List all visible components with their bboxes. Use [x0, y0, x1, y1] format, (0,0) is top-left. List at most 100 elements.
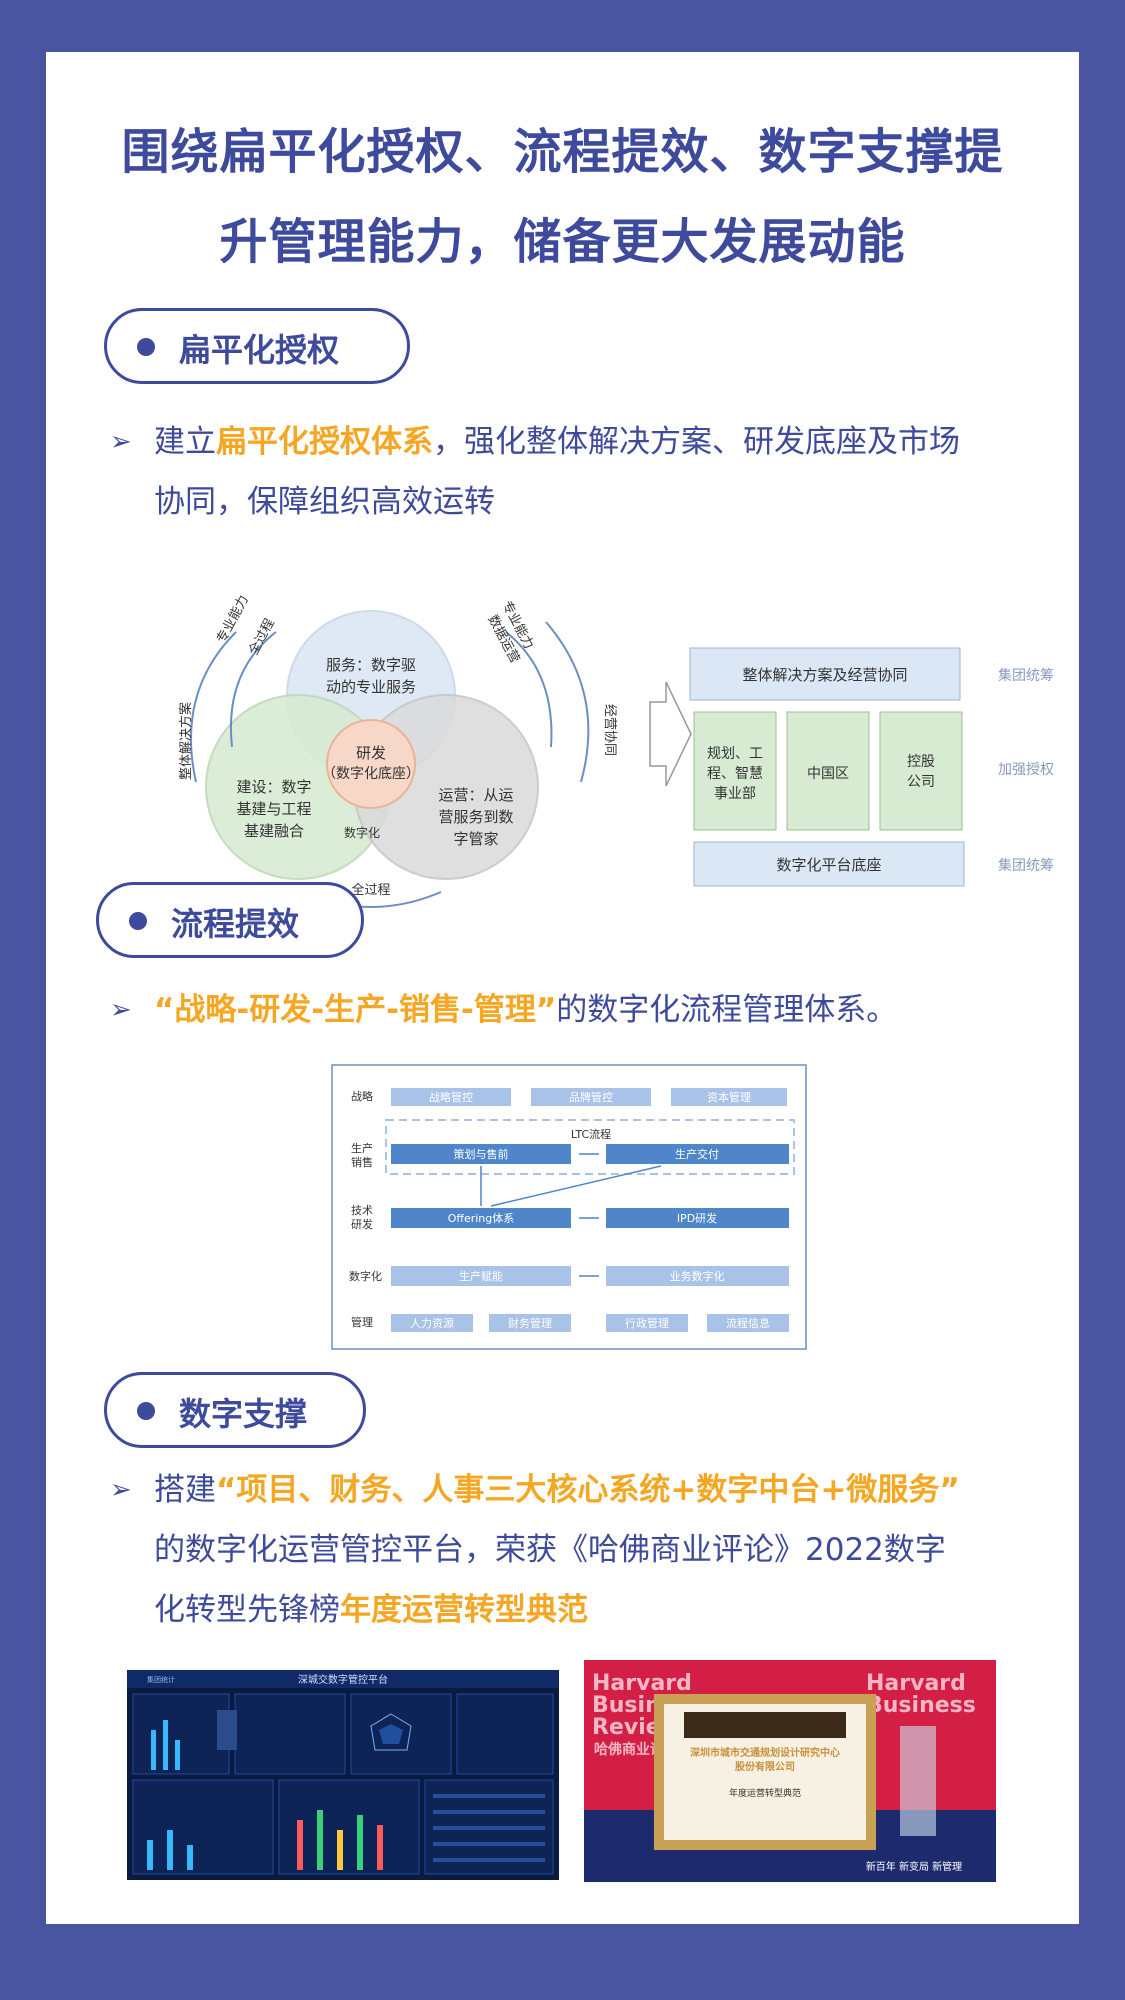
org-side-label: 加强授权 [998, 762, 1054, 778]
table-line [433, 1858, 545, 1862]
arc-arrow [190, 631, 237, 783]
org-text: 程、智慧 [707, 766, 763, 782]
bar [175, 1740, 180, 1770]
bullet-highlight: “项目、财务、人事三大核心系统+数字中台+微服务” [216, 1472, 960, 1508]
flow-box-text: 业务数字化 [670, 1269, 725, 1283]
bullet-text: 建立 [154, 424, 216, 460]
brand-text: Business [866, 1693, 976, 1718]
authorization-diagram: 服务：数字驱 动的专业服务 建设：数字 基建与工程 基建融合 运营：从运 营服务… [178, 593, 1054, 908]
panel [456, 1693, 554, 1775]
brand-text: Harvard [866, 1671, 966, 1696]
bullet-highlight: “战略-研发-生产-销售-管理” [154, 992, 557, 1028]
section-label: 流程提效 [171, 905, 300, 943]
bullet-text: 搭建 [154, 1472, 216, 1508]
bullet-dot [129, 912, 147, 930]
process-flow-diagram: 战略 生产 销售 技术 研发 数字化 管理 战略管控 品牌管控 资本管理 LTC… [331, 1064, 807, 1350]
section1-bullet: ➢ 建立扁平化授权体系，强化整体解决方案、研发底座及市场 协同，保障组织高效运转 [110, 412, 1060, 532]
org-text: 规划、工 [707, 746, 763, 762]
bar [167, 1830, 173, 1870]
content-card: 围绕扁平化授权、流程提效、数字支撑提 升管理能力，储备更大发展动能 扁平化授权 … [46, 52, 1079, 1924]
section-pill-process-efficiency: 流程提效 [96, 882, 364, 958]
venn-text: 字管家 [453, 830, 498, 848]
org-text: 中国区 [807, 766, 849, 782]
arrow-bullet-icon: ➢ [110, 995, 132, 1025]
table-line [433, 1794, 545, 1798]
venn-text: 营服务到数 [438, 808, 513, 826]
flow-box [606, 1208, 789, 1228]
flow-box [671, 1088, 787, 1106]
arc-arrow [505, 631, 553, 748]
table-line [433, 1810, 545, 1814]
flow-box [531, 1088, 651, 1106]
arc-label: 全过程 [245, 616, 277, 658]
panel [234, 1693, 346, 1775]
venn-text: 建设：数字 [236, 778, 311, 796]
bullet-text: 的数字化运营管控平台，荣获《哈佛商业评论》2022数字 [154, 1532, 946, 1568]
flow-box-text: 战略管控 [429, 1090, 473, 1104]
dashboard-header-bar [127, 1670, 559, 1688]
venn-circle-rnd [326, 719, 416, 809]
section-label: 数字支撑 [179, 1395, 308, 1433]
block [217, 1710, 237, 1750]
venn-text: 数字化 [344, 825, 380, 840]
flow-box-text: 财务管理 [508, 1316, 552, 1330]
flow-row-label: 数字化 [349, 1269, 382, 1283]
flow-box-text: 生产赋能 [459, 1269, 503, 1283]
table-line [433, 1842, 545, 1846]
venn-text: 基建融合 [244, 822, 304, 840]
arc-label: 专业能力 [214, 593, 252, 646]
award-photo: Harvard Business Review 哈佛商业评论 Harvard B… [584, 1660, 996, 1882]
arc-arrow [545, 621, 590, 783]
bullet-text: ，强化整体解决方案、研发底座及市场 [433, 424, 960, 460]
venn-text: 研发 [356, 744, 386, 762]
flow-box-text: Offering体系 [448, 1211, 515, 1225]
org-box-holding [879, 711, 963, 831]
transform-arrow [649, 681, 692, 787]
bullet-highlight: 扁平化授权体系 [216, 424, 433, 460]
section2-bullet: ➢ “战略-研发-生产-销售-管理”的数字化流程管理体系。 [110, 980, 1070, 1040]
flow-box-text: 流程信息 [726, 1316, 770, 1330]
flow-box-text: 人力资源 [410, 1316, 454, 1330]
flow-box [707, 1314, 789, 1332]
flow-frame [331, 1064, 807, 1350]
arc-label: 整体解决方案 [178, 702, 194, 780]
bullet-dot [137, 338, 155, 356]
dashboard-tab: 集团统计 [147, 1675, 175, 1684]
bar [357, 1815, 363, 1870]
flow-box-text: 生产交付 [675, 1147, 719, 1161]
flow-row-label: 研发 [351, 1217, 373, 1231]
flow-box-text: IPD研发 [677, 1211, 717, 1225]
ltc-label: LTC流程 [571, 1127, 611, 1141]
flow-arrow [490, 1165, 662, 1207]
bar [187, 1845, 193, 1870]
bar [163, 1720, 168, 1770]
arc-label: 全过程 [351, 882, 390, 898]
arc-arrow [230, 631, 277, 748]
org-text: 控股 [907, 754, 935, 770]
section3-bullet: ➢ 搭建“项目、财务、人事三大核心系统+数字中台+微服务” 的数字化运营管控平台… [110, 1460, 1070, 1640]
flow-row-label: 战略 [351, 1089, 373, 1103]
bullet-text: 化转型先锋榜 [154, 1592, 340, 1628]
arc-label: 经营协同 [602, 704, 617, 756]
flow-row-label: 管理 [351, 1315, 373, 1329]
certificate-text: 股份有限公司 [735, 1760, 795, 1773]
flow-box [391, 1314, 473, 1332]
flow-box-text: 品牌管控 [569, 1090, 613, 1104]
org-text: 整体解决方案及经营协同 [742, 666, 907, 684]
ltc-dashed-frame [385, 1119, 795, 1175]
flow-box-text: 资本管理 [707, 1090, 751, 1104]
panel [132, 1693, 230, 1775]
radar-chart [370, 1713, 412, 1751]
flow-box [606, 1314, 688, 1332]
brand-text: Harvard [592, 1671, 692, 1696]
bar [317, 1810, 323, 1870]
page-title-line1: 围绕扁平化授权、流程提效、数字支撑提 [121, 124, 1004, 180]
flow-row-label: 生产 [351, 1141, 373, 1155]
org-box-bottom [693, 841, 965, 887]
org-box-china [786, 711, 870, 831]
arrow-bullet-icon: ➢ [110, 1475, 132, 1505]
org-text: 事业部 [714, 786, 756, 802]
org-text: 公司 [907, 774, 935, 790]
flow-box [391, 1144, 571, 1164]
bar [147, 1840, 153, 1870]
